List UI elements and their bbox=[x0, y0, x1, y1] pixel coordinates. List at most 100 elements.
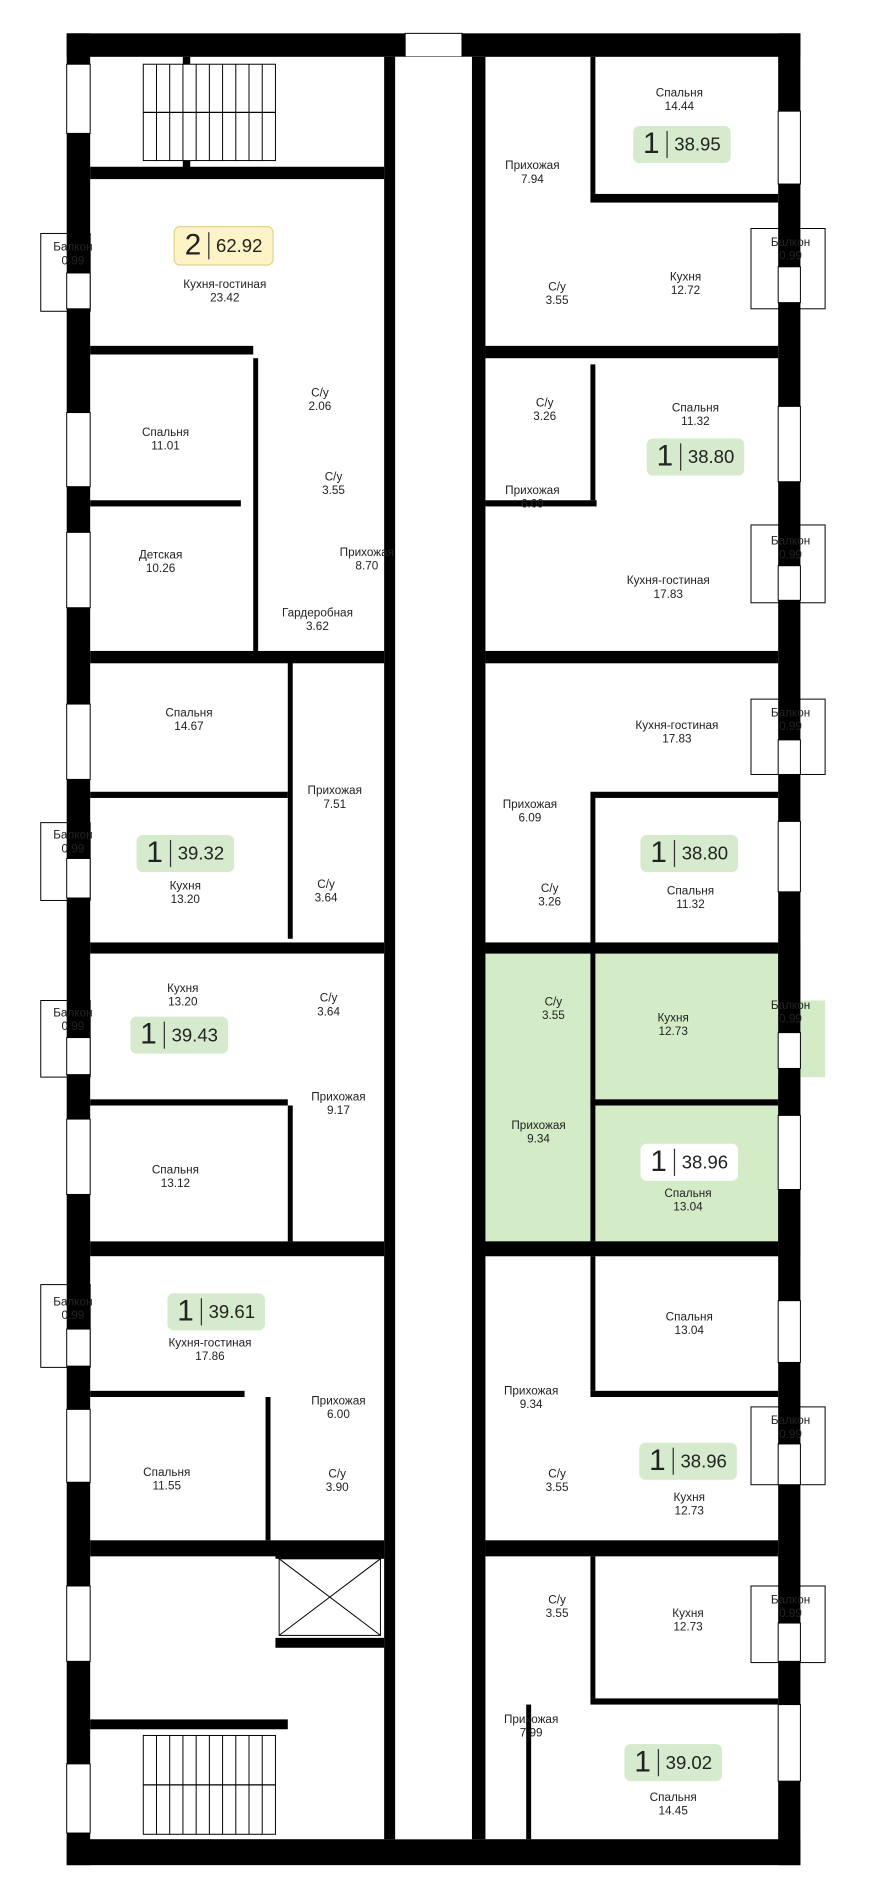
partition bbox=[590, 1099, 779, 1106]
corridor-wall-left bbox=[384, 56, 396, 1840]
apartment-area: 38.80 bbox=[687, 446, 735, 468]
room-name: Балкон bbox=[770, 1593, 811, 1607]
window bbox=[777, 110, 801, 185]
room-area: 14.45 bbox=[658, 1804, 688, 1819]
room-area: 0.99 bbox=[779, 1427, 802, 1442]
room-name: Спальня bbox=[666, 884, 715, 898]
wall-right bbox=[485, 942, 779, 954]
window bbox=[777, 266, 801, 304]
room-name: Детская bbox=[138, 548, 183, 563]
partition bbox=[90, 1099, 288, 1106]
corridor-entrance bbox=[404, 32, 463, 58]
window bbox=[66, 1408, 91, 1483]
wall-left bbox=[90, 1540, 385, 1557]
room-name: Спальня bbox=[165, 706, 213, 721]
room-name: Прихожая bbox=[339, 545, 395, 560]
room-name: Кухня-гостиная bbox=[183, 277, 267, 292]
room-name: С/у bbox=[548, 1593, 566, 1607]
room-name: С/у bbox=[324, 470, 343, 485]
room-area: 6.09 bbox=[518, 811, 542, 826]
window bbox=[66, 1585, 91, 1662]
selected-apartment-fill[interactable] bbox=[482, 953, 779, 1242]
outer-wall-bottom bbox=[66, 1839, 801, 1866]
room-name: Балкон bbox=[770, 1414, 811, 1428]
apartment-area: 38.96 bbox=[681, 1151, 729, 1173]
room-area: 3.26 bbox=[538, 895, 562, 910]
room-name: Прихожая bbox=[505, 484, 560, 498]
room-name: Балкон bbox=[770, 706, 811, 721]
outer-wall-left bbox=[66, 33, 91, 1866]
window bbox=[777, 820, 801, 893]
partition bbox=[253, 358, 259, 655]
room-area: 3.62 bbox=[306, 620, 329, 634]
window bbox=[66, 412, 91, 488]
room-name: С/у bbox=[317, 878, 335, 892]
room-name: С/у bbox=[319, 991, 338, 1006]
room-area: 12.73 bbox=[674, 1504, 704, 1519]
room-area: 3.64 bbox=[317, 1005, 340, 1020]
room-area: 23.42 bbox=[210, 291, 240, 306]
window bbox=[777, 565, 801, 601]
room-area: 11.32 bbox=[676, 897, 705, 912]
room-area: 3.26 bbox=[533, 410, 557, 424]
room-area: 3.55 bbox=[322, 484, 345, 498]
room-name: Спальня bbox=[141, 426, 190, 440]
room-count: 2 bbox=[185, 230, 210, 260]
room-count: 1 bbox=[649, 1446, 675, 1475]
room-area: 12.72 bbox=[670, 284, 701, 298]
window bbox=[66, 1037, 91, 1076]
room-name: С/у bbox=[311, 386, 329, 401]
room-area: 0.99 bbox=[779, 1606, 802, 1621]
room-area: 3.64 bbox=[314, 891, 338, 906]
room-count: 1 bbox=[177, 1296, 203, 1326]
room-area: 13.20 bbox=[168, 995, 198, 1010]
room-name: Прихожая bbox=[307, 784, 362, 798]
partition bbox=[590, 953, 596, 1242]
room-name: Кухня-гостиная bbox=[635, 718, 719, 733]
room-area: 13.20 bbox=[170, 893, 200, 907]
partition bbox=[90, 345, 254, 355]
wall-left bbox=[90, 942, 385, 954]
partition bbox=[485, 500, 597, 507]
room-area: 0.99 bbox=[779, 1012, 802, 1027]
room-area: 0.99 bbox=[61, 254, 85, 269]
apartment-area: 39.02 bbox=[665, 1752, 713, 1774]
room-area: 0.99 bbox=[61, 1020, 85, 1034]
room-name: Балкон bbox=[770, 534, 811, 549]
wall-right bbox=[485, 1540, 779, 1557]
room-name: Прихожая bbox=[503, 1713, 559, 1727]
window bbox=[66, 531, 91, 609]
room-name: Балкон bbox=[53, 240, 93, 255]
room-area: 3.55 bbox=[545, 1606, 569, 1621]
room-area: 8.70 bbox=[355, 559, 379, 574]
outer-wall-right bbox=[778, 33, 801, 1866]
room-area: 0.99 bbox=[779, 249, 802, 264]
room-area: 14.44 bbox=[664, 100, 695, 114]
